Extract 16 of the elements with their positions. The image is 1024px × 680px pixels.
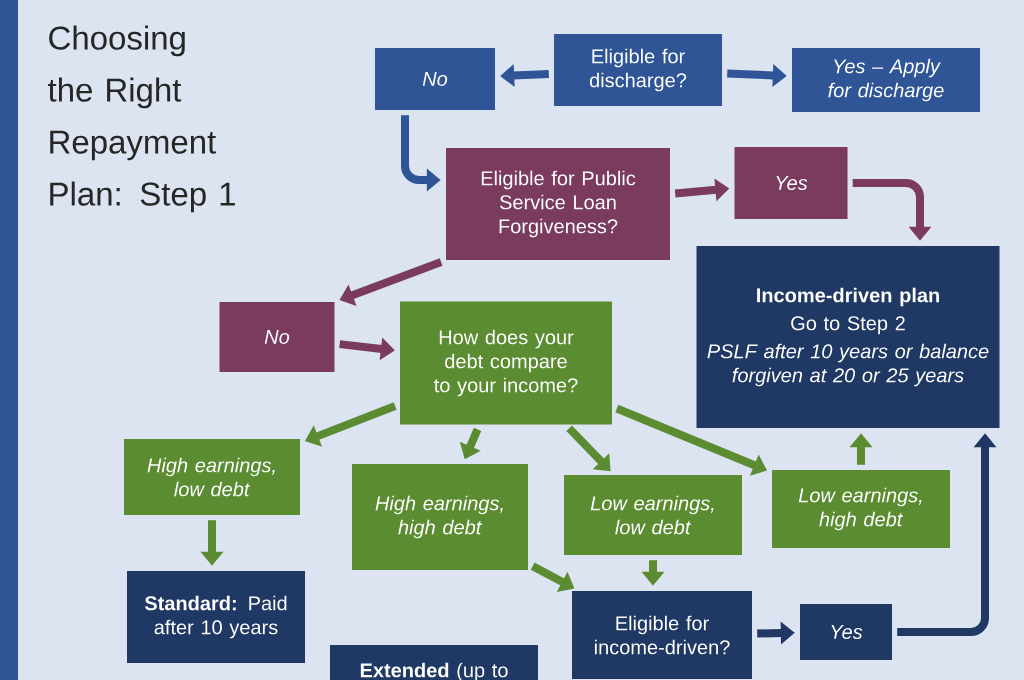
- title: Choosing the Right Repayment Plan: Step 1: [48, 25, 235, 213]
- process-box: Standard: Paid after 10 years: [127, 571, 305, 663]
- process-box: High earnings, high debt: [352, 464, 528, 570]
- process-box: No: [219, 302, 335, 372]
- process-box: Yes – Apply for discharge: [792, 48, 980, 112]
- process-box: Income-driven plan Go to Step 2 PSLF after 10 years or balance forgiven at 20 or 25 years: [696, 246, 1000, 428]
- process-box: Eligible for income-driven?: [572, 591, 752, 679]
- process-box: Eligible for discharge?: [554, 34, 722, 106]
- process-box: Yes: [800, 604, 892, 660]
- process-box: How does your debt compare to your income?: [400, 301, 612, 425]
- process-box: High earnings, low debt: [124, 439, 300, 515]
- process-box: Eligible for Public Service Loan Forgiveness?: [446, 148, 670, 260]
- process-box: Yes: [734, 147, 848, 219]
- process-box: Low earnings, low debt: [564, 475, 742, 555]
- process-box: No: [375, 48, 495, 110]
- process-box: Low earnings, high debt: [772, 470, 950, 548]
